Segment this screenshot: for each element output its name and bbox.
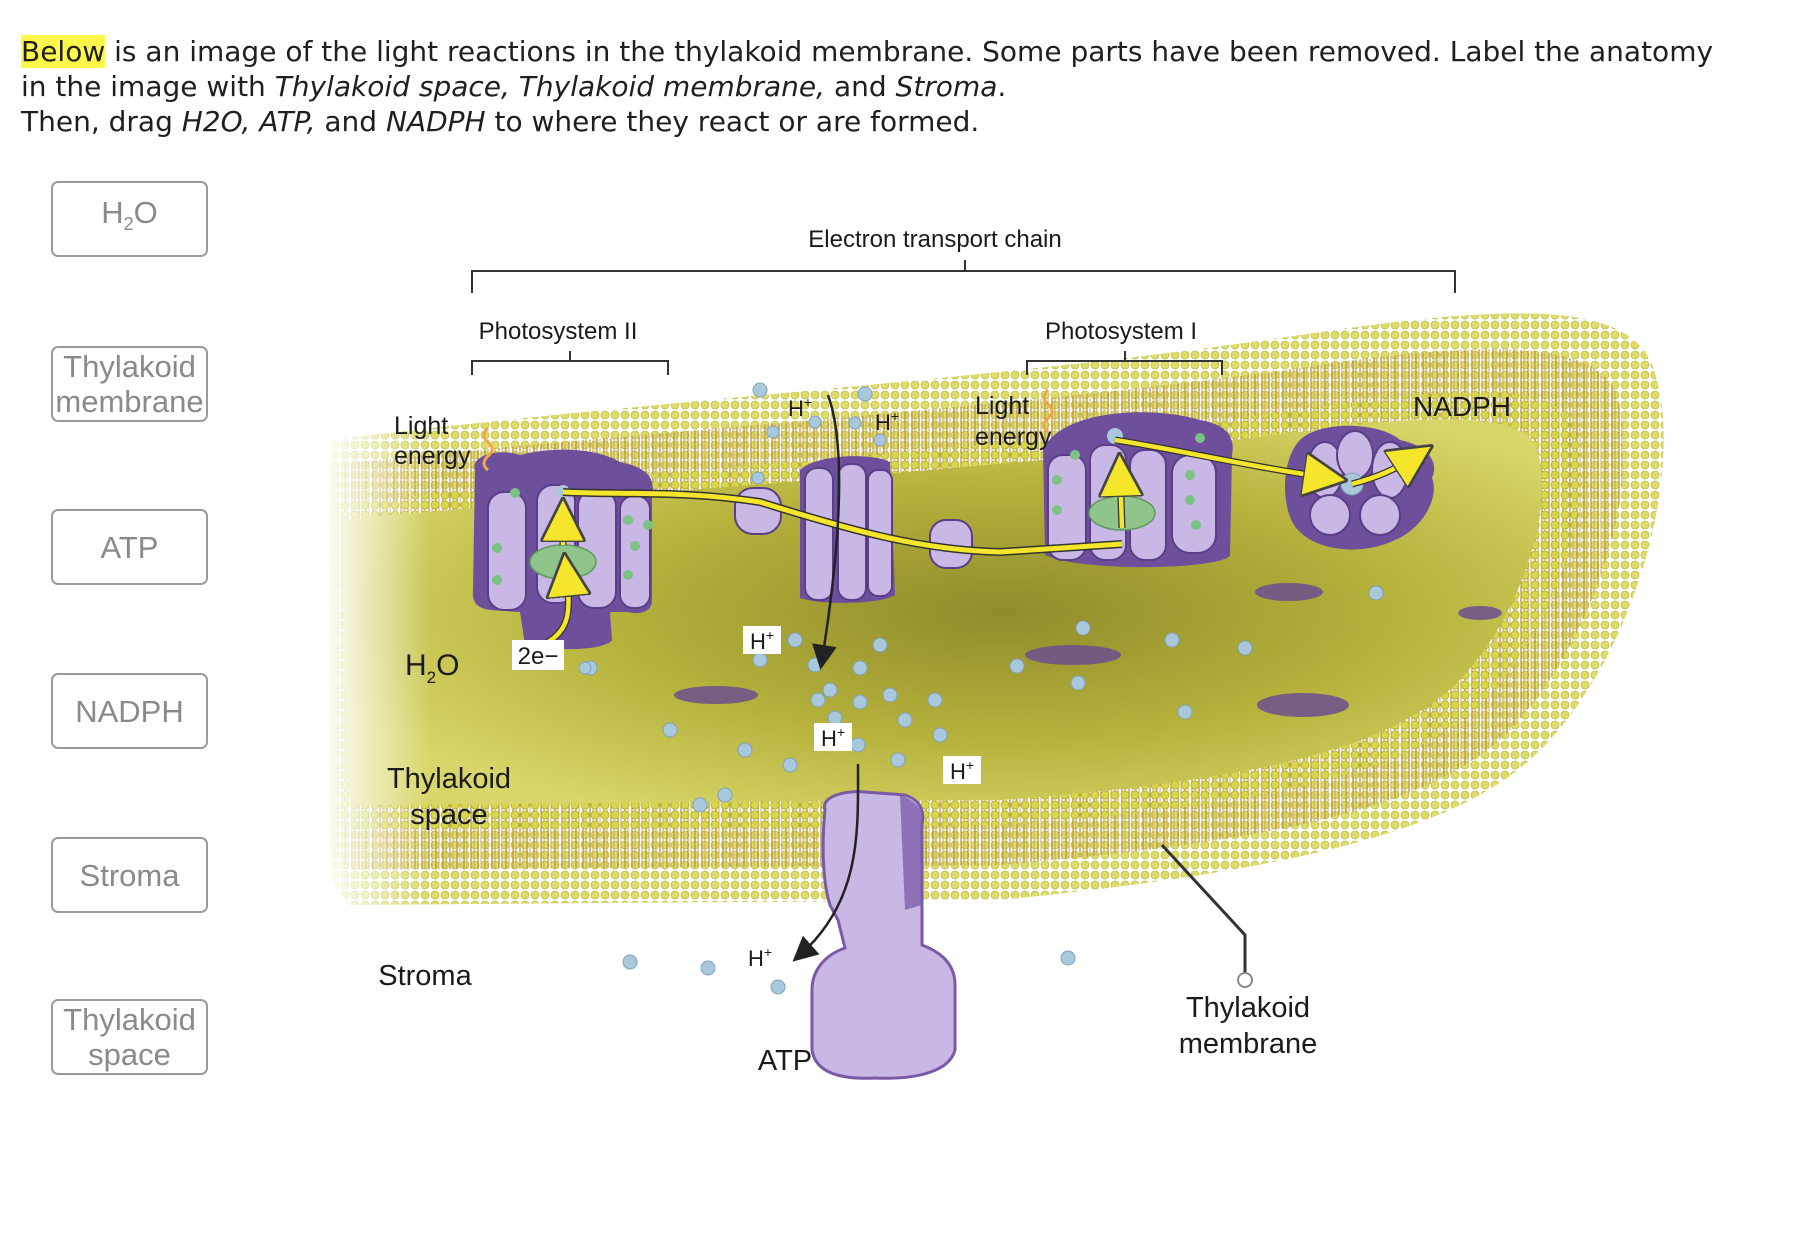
brackets — [471, 260, 1456, 375]
lumen-particles — [674, 583, 1502, 717]
highlighted-word: Below — [21, 35, 106, 68]
label-2e: 2e− — [518, 643, 559, 670]
hplus-labels: H+ H+ H+ H+ H+ H+ — [743, 394, 981, 971]
label-light-energy-2b: energy — [975, 423, 1052, 451]
instructions-line-3: Then, drag H2O, ATP, and NADPH to where … — [21, 105, 980, 138]
label-light-energy-2a: Light — [975, 392, 1029, 420]
label-thylakoid-membrane-2: membrane — [1179, 1028, 1318, 1060]
label-thylakoid-space-1: Thylakoid — [387, 763, 511, 795]
svg-text:H+: H+ — [821, 724, 845, 751]
drag-chip-atp[interactable]: ATP — [51, 509, 208, 585]
label-photosystem-ii: Photosystem II — [479, 318, 638, 345]
instructions-line-2: in the image with Thylakoid space, Thyla… — [21, 70, 1007, 103]
electron-flow — [528, 436, 1418, 654]
label-atp: ATP — [758, 1045, 812, 1077]
label-light-energy-1a: Light — [394, 412, 448, 440]
drag-chip-h2o[interactable]: H2O — [51, 181, 208, 257]
light-rays — [482, 388, 1054, 472]
proton-flow-arrows — [792, 394, 860, 962]
instructions-text: Below is an image of the light reactions… — [21, 34, 1761, 139]
svg-text:H+: H+ — [748, 944, 772, 971]
thylakoid-membrane-pointer — [1160, 843, 1253, 988]
label-electron-transport-chain: Electron transport chain — [808, 226, 1061, 253]
label-light-energy-1b: energy — [394, 442, 471, 470]
label-thylakoid-space-2: space — [410, 799, 487, 831]
label-photosystem-i: Photosystem I — [1045, 318, 1197, 345]
label-thylakoid-membrane-1: Thylakoid — [1186, 992, 1310, 1024]
svg-text:H+: H+ — [750, 627, 774, 654]
instructions-line-1: Below is an image of the light reactions… — [21, 35, 1714, 68]
label-nadph: NADPH — [1413, 391, 1511, 422]
svg-text:H+: H+ — [950, 757, 974, 784]
drag-chip-stroma[interactable]: Stroma — [51, 837, 208, 913]
svg-text:H+: H+ — [875, 408, 899, 435]
label-2e-box — [512, 640, 564, 670]
drag-chip-nadph[interactable]: NADPH — [51, 673, 208, 749]
atp-synthase — [810, 790, 957, 1080]
label-stroma: Stroma — [378, 960, 472, 992]
svg-text:H+: H+ — [788, 394, 812, 421]
left-fade — [320, 380, 430, 940]
label-h2o: H2O — [405, 649, 459, 687]
